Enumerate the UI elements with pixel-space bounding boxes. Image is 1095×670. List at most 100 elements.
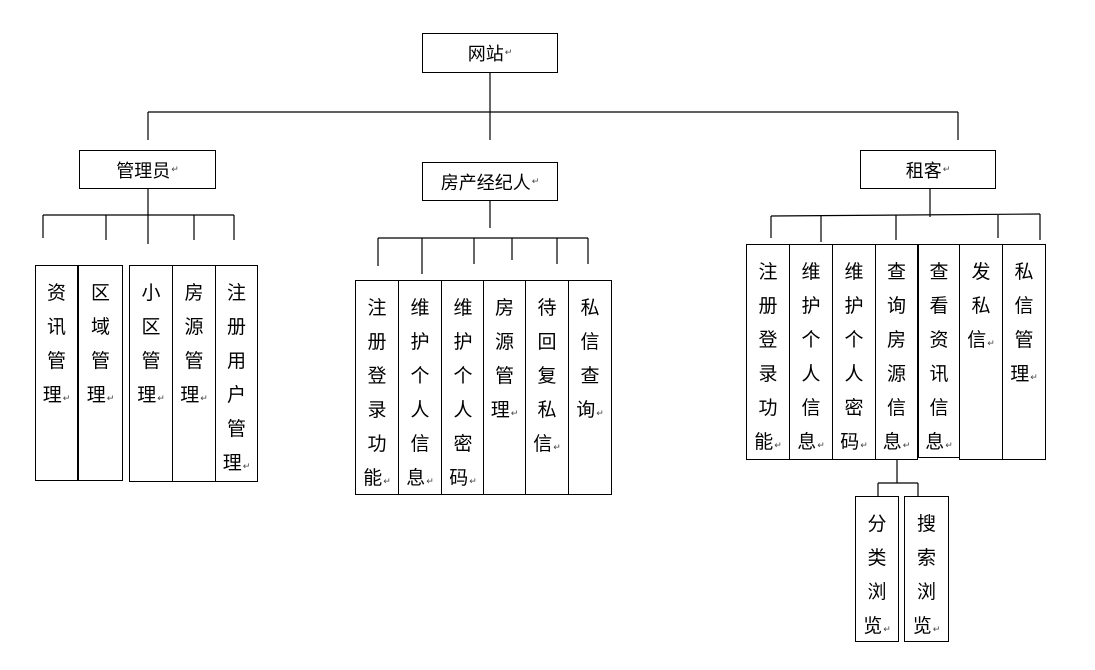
node-char: 管 [494,365,514,387]
node-char: 览↵ [912,615,941,637]
leaf-node-tenant-3: 维护个人密码↵ [832,244,876,460]
node-char: 册 [226,316,246,338]
leaf-node-tenant-4: 查询房源信息↵ [875,244,918,460]
paragraph-mark: ↵ [945,441,953,451]
node-char: 私 [1014,261,1034,283]
node-char: 息↵ [797,431,825,453]
node-char: 能↵ [363,467,391,489]
node-char: 区 [90,282,110,304]
leaf-node-tenant-1: 注册登录功能↵ [746,244,790,460]
node-char: 信 [410,433,430,455]
node-char: 信 [801,397,821,419]
node-char: 源 [184,316,204,338]
paragraph-mark: ↵ [157,394,165,404]
node-char: 览↵ [863,615,891,637]
paragraph-mark: ↵ [932,625,941,635]
node-char: 注 [367,297,387,319]
leaf-node-tenant-2: 维护个人信息↵ [789,244,833,460]
node-char: 房 [184,282,204,304]
node-char: 信 [886,397,906,419]
leaf-node-admin-1: 资讯管理↵ [35,265,78,481]
node-char: 看 [929,295,949,317]
node-char: 域 [90,316,110,338]
node-char: 户 [226,384,246,406]
node-char: 查 [886,261,906,283]
node-char: 信 [1014,295,1034,317]
leaf-node-admin-2: 区域管理↵ [78,265,123,481]
node-char: 人 [844,363,864,385]
root-node: 网站↵ [422,33,558,73]
node-char: 私 [971,295,991,317]
paragraph-mark: ↵ [596,409,604,419]
node-char: 浏 [916,581,936,603]
node-char: 信 [929,397,949,419]
node-char: 源 [494,331,514,353]
node-char: 注 [758,261,778,283]
paragraph-mark: ↵ [902,441,911,451]
node-char: 护 [453,331,473,353]
node-char: 管 [141,350,161,372]
node-char: 待 [537,297,557,319]
node-char: 理↵ [137,384,165,406]
node-char: 理↵ [1010,363,1038,385]
node-char: 理↵ [180,384,208,406]
node-char: 护 [801,295,821,317]
node-char: 询↵ [576,399,604,421]
node-char: 登 [758,329,778,351]
node-char: 密 [844,397,864,419]
branch-node-tenant-label: 租客 [905,160,942,182]
node-char: 个 [801,329,821,351]
node-char: 用 [226,350,246,372]
leaf-node-agent-5: 待回复私信↵ [525,280,569,495]
node-char: 小 [141,282,161,304]
leaf-node-tenant-6: 发私信↵ [959,244,1003,460]
paragraph-mark: ↵ [817,441,825,451]
node-char: 码↵ [840,431,868,453]
leaf-node-admin-3: 小区管理↵ [129,265,173,482]
branch-node-agent: 房产经纪人↵ [422,162,558,201]
node-char: 能↵ [754,431,782,453]
paragraph-mark: ↵ [510,409,519,419]
node-char: 房 [494,297,514,319]
paragraph-mark: ↵ [504,48,513,58]
node-char: 册 [367,331,387,353]
node-char: 管 [46,350,66,372]
paragraph-mark: ↵ [553,443,561,453]
node-char: 个 [844,329,864,351]
branch-node-admin-label: 管理员 [116,160,171,182]
sub-leaf-node-1: 分类浏览↵ [855,496,899,642]
node-char: 搜 [916,513,936,535]
node-char: 录 [367,399,387,421]
node-char: 个 [410,365,430,387]
node-char: 录 [758,363,778,385]
node-char: 信↵ [533,433,561,455]
node-char: 查 [929,261,949,283]
paragraph-mark: ↵ [106,394,115,404]
node-char: 人 [801,363,821,385]
node-char: 类 [867,547,887,569]
leaf-node-agent-6: 私信查询↵ [568,280,612,495]
node-char: 息↵ [406,467,434,489]
node-char: 询 [886,295,906,317]
paragraph-mark: ↵ [531,176,540,187]
paragraph-mark: ↵ [883,625,891,635]
node-char: 管 [1014,329,1034,351]
leaf-node-admin-4: 房源管理↵ [172,265,216,482]
branch-node-tenant: 租客↵ [860,150,996,189]
node-char: 私 [580,297,600,319]
node-char: 登 [367,365,387,387]
sub-leaf-node-2: 搜索浏览↵ [904,496,949,642]
paragraph-mark: ↵ [774,441,782,451]
node-char: 管 [184,350,204,372]
node-char: 区 [141,316,161,338]
paragraph-mark: ↵ [860,441,868,451]
node-char: 分 [867,513,887,535]
paragraph-mark: ↵ [469,477,477,487]
node-char: 管 [226,418,246,440]
paragraph-mark: ↵ [1030,373,1038,383]
leaf-node-tenant-5: 查看资讯信息↵ [918,244,960,458]
leaf-node-tenant-7: 私信管理↵ [1002,244,1046,460]
node-char: 私 [537,399,557,421]
node-char: 理↵ [490,399,519,421]
node-char: 理↵ [42,384,71,406]
